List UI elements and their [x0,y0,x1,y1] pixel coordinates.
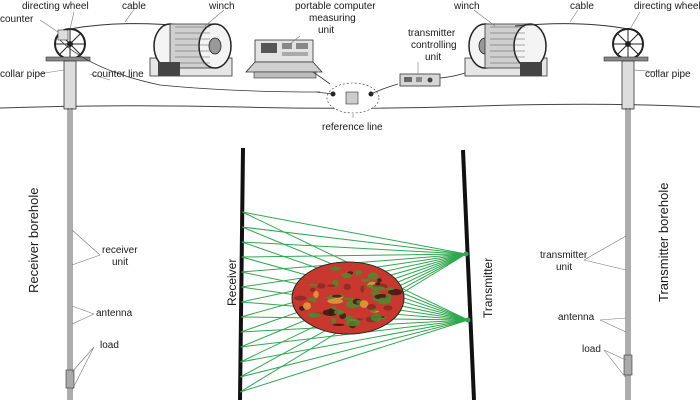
label-transmitter-controlling-unit-3: unit [425,52,441,63]
anomaly-texture-patch [385,293,392,300]
anomaly-texture-patch [345,318,361,327]
anomaly-texture-patch [332,323,345,326]
anomaly-texture-patch [370,313,382,322]
label-measuring-unit-2: unit [318,25,334,36]
right-cable [514,23,629,30]
anomaly-texture-patch [366,284,374,288]
ray-line [241,241,467,255]
label-antenna-left: antenna [96,308,133,319]
anomaly-texture-patch [307,297,314,302]
label-transmitter-unit-1: transmitter [540,250,588,261]
anomaly-texture-patch [332,294,342,298]
leader-lines [37,7,661,391]
label-winch-right: winch [453,1,480,12]
anomaly-texture-patch [360,285,365,293]
label-cable-left: cable [122,1,146,12]
label-measuring-unit: measuring [309,13,356,24]
label-receiver-unit-1: receiver [102,245,138,256]
ray-line [241,253,467,258]
label-receiver-unit-2: unit [112,257,128,268]
transmitter-point-upper [463,251,469,257]
label-counter-line: counter line [92,69,144,80]
ray-line [241,226,467,255]
ray-line [240,319,469,378]
anomaly-texture-patch [385,287,395,291]
label-load-right: load [582,344,601,355]
label-transmitter-controlling-unit-1: transmitter [408,28,456,39]
anomaly-texture-patch [329,266,342,271]
anomaly-texture-patch [341,272,352,279]
label-collar-pipe-left: collar pipe [0,69,46,80]
anomaly-texture-patch [366,304,377,310]
reference-line [315,83,399,95]
left-counter-box [57,29,69,41]
label-directing-wheel-left: directing wheel [22,1,89,12]
anomaly-texture-patch [303,302,311,310]
anomaly-texture-patch [383,305,393,311]
anomaly-texture-patch [375,282,381,286]
anomaly-texture-patch [312,296,317,303]
transmitter-point-lower [465,317,471,323]
anomaly-texture-patch [343,283,351,291]
label-portable-computer: portable computer [295,1,376,12]
anomaly-texture-patch [334,309,345,315]
anomaly-texture-patch [354,269,363,276]
label-load-left: load [100,340,119,351]
portable-computer [245,39,323,79]
anomaly-texture-patch [359,300,369,308]
right-winch [464,23,548,77]
ray-line [242,211,467,255]
anomaly-texture-patch [308,283,319,287]
anomaly-texture-patch [331,317,336,324]
anomaly-texture-patch [310,287,316,293]
anomaly-texture-patch [308,313,315,318]
anomaly-texture-patch [327,298,344,304]
label-counter-left: counter [0,14,34,25]
label-collar-pipe-right: collar pipe [645,69,691,80]
label-transmitter-unit-2: unit [556,262,572,273]
left-winch [149,23,233,77]
label-receiver-borehole: Receiver borehole [26,187,41,293]
anomaly-texture-patch [327,284,336,287]
label-transmitter-borehole: Transmitter borehole [656,183,671,302]
label-transmitter-controlling-unit-2: controlling [411,40,457,51]
computer-cable [312,71,331,85]
label-transmitter: Transmitter [481,258,495,318]
anomaly-texture-patch [377,278,382,283]
anomaly-texture-patch [388,288,403,296]
label-antenna-right: antenna [558,312,595,323]
label-receiver: Receiver [225,259,239,306]
label-directing-wheel-right: directing wheel [634,1,700,12]
ray-line [240,319,469,363]
anomaly-texture-patch [294,295,307,301]
anomaly-texture-patch [370,290,380,296]
label-reference-line: reference line [322,122,383,133]
label-winch-left: winch [208,1,235,12]
anomaly-texture-patch [367,272,379,280]
anomaly-texture-patch [322,309,339,316]
anomaly-texture-patch [316,283,326,289]
anomaly-texture-patch [313,290,319,299]
left-borehole-pipe [63,60,77,400]
velocity-anomaly [291,261,405,335]
reference-line-junction [326,82,380,114]
transmitter-line [461,149,476,400]
right-borehole-pipe [621,60,635,400]
receiver-line [238,147,245,400]
label-cable-right: cable [570,1,594,12]
right-directing-wheel [603,28,649,62]
anomaly-texture-patch [343,297,355,301]
anomaly-texture-patch [370,286,385,291]
anomaly-texture-patch [361,278,371,283]
counter-line [59,39,321,93]
transmitter-controlling-unit [399,73,441,87]
ray-line [239,319,469,393]
